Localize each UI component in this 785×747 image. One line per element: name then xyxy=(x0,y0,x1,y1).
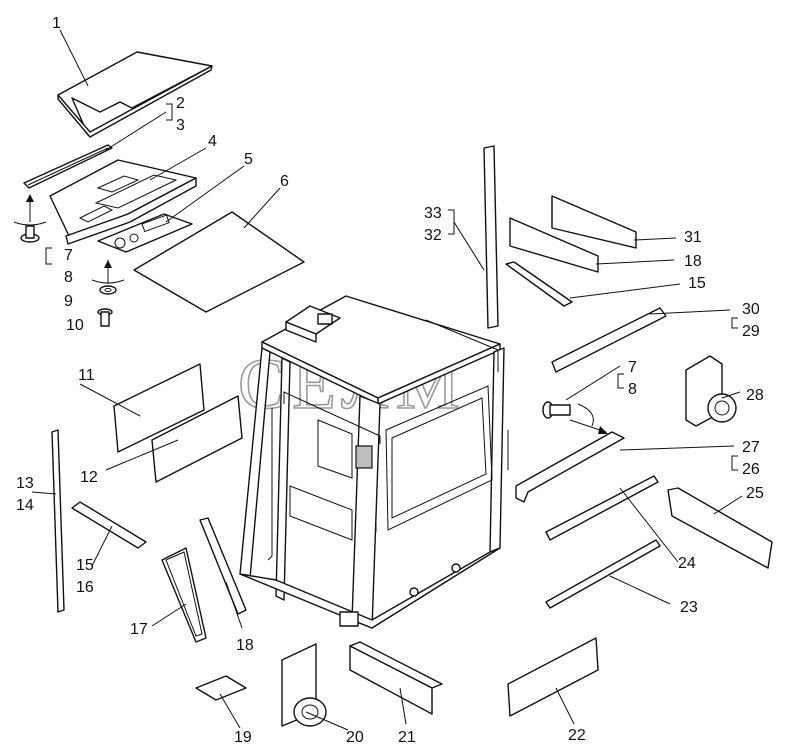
callout-2: 2 xyxy=(176,95,185,112)
callout-3: 3 xyxy=(176,117,185,134)
part-4-dash-tray xyxy=(49,159,197,245)
part-20-fan-unit xyxy=(281,643,327,727)
callout-23: 23 xyxy=(680,599,698,616)
callout-12: 12 xyxy=(80,469,98,486)
part-28-fan-unit xyxy=(685,355,737,427)
part-24-strip xyxy=(545,475,659,541)
callout-21: 21 xyxy=(398,729,416,746)
leader-lines xyxy=(31,29,743,731)
callout-30: 30 xyxy=(742,301,760,318)
callout-10: 10 xyxy=(66,317,84,334)
fastener-7-8-left xyxy=(13,194,47,243)
callout-labels: 1 2 3 4 5 6 7 8 9 10 11 12 13 14 15 16 1… xyxy=(16,15,764,746)
callout-18-left: 18 xyxy=(236,637,254,654)
part-22-panel xyxy=(507,637,599,717)
callout-7-right: 7 xyxy=(628,359,637,376)
part-6-mat xyxy=(133,211,305,313)
part-18-strip-left xyxy=(199,517,247,615)
callout-16: 16 xyxy=(76,579,94,596)
callout-4: 4 xyxy=(208,133,217,150)
callout-18-right: 18 xyxy=(684,253,702,270)
callout-32: 32 xyxy=(424,227,442,244)
callout-25: 25 xyxy=(746,485,764,502)
part-15-angle-left xyxy=(71,501,147,549)
part-25-panel xyxy=(667,487,773,569)
callout-8-left: 8 xyxy=(64,269,73,286)
part-1-roof-panel xyxy=(57,51,213,138)
callout-1: 1 xyxy=(52,15,61,32)
callout-15-right: 15 xyxy=(688,275,706,292)
callout-24: 24 xyxy=(678,555,696,572)
callout-20: 20 xyxy=(346,729,364,746)
callout-14: 14 xyxy=(16,497,34,514)
part-30-rail xyxy=(551,307,667,373)
cab-frame xyxy=(239,295,509,629)
callout-19: 19 xyxy=(234,729,252,746)
washer-9 xyxy=(91,260,125,295)
callout-27: 27 xyxy=(742,439,760,456)
part-11-panel xyxy=(113,363,205,453)
part-23-strip xyxy=(545,539,661,609)
callout-31: 31 xyxy=(684,229,702,246)
bolt-10 xyxy=(97,308,113,327)
part-31-panel xyxy=(551,195,637,249)
callout-29: 29 xyxy=(742,323,760,340)
part-21-bar xyxy=(349,641,443,715)
callout-11: 11 xyxy=(78,367,95,384)
callout-28: 28 xyxy=(746,387,764,404)
callout-22: 22 xyxy=(568,727,586,744)
callout-17: 17 xyxy=(130,621,148,638)
part-27-angle xyxy=(515,431,625,503)
part-18-panel-right xyxy=(509,217,599,273)
callout-5: 5 xyxy=(244,151,253,168)
part-13-rail xyxy=(51,429,65,613)
callout-15-left: 15 xyxy=(76,557,94,574)
part-33-post xyxy=(483,145,499,329)
part-17-trim xyxy=(161,547,207,643)
callout-26: 26 xyxy=(742,461,760,478)
part-19-plate xyxy=(195,675,247,701)
callout-33: 33 xyxy=(424,205,442,222)
fastener-7-8-right xyxy=(542,401,608,434)
callout-7-left: 7 xyxy=(64,247,73,264)
callout-9: 9 xyxy=(64,293,73,310)
part-12-panel xyxy=(151,395,243,483)
part-15-angle-right xyxy=(505,261,573,307)
callout-8-right: 8 xyxy=(628,381,637,398)
callout-6: 6 xyxy=(280,173,289,190)
part-5-instrument-plate xyxy=(97,213,193,253)
callout-13: 13 xyxy=(16,475,34,492)
